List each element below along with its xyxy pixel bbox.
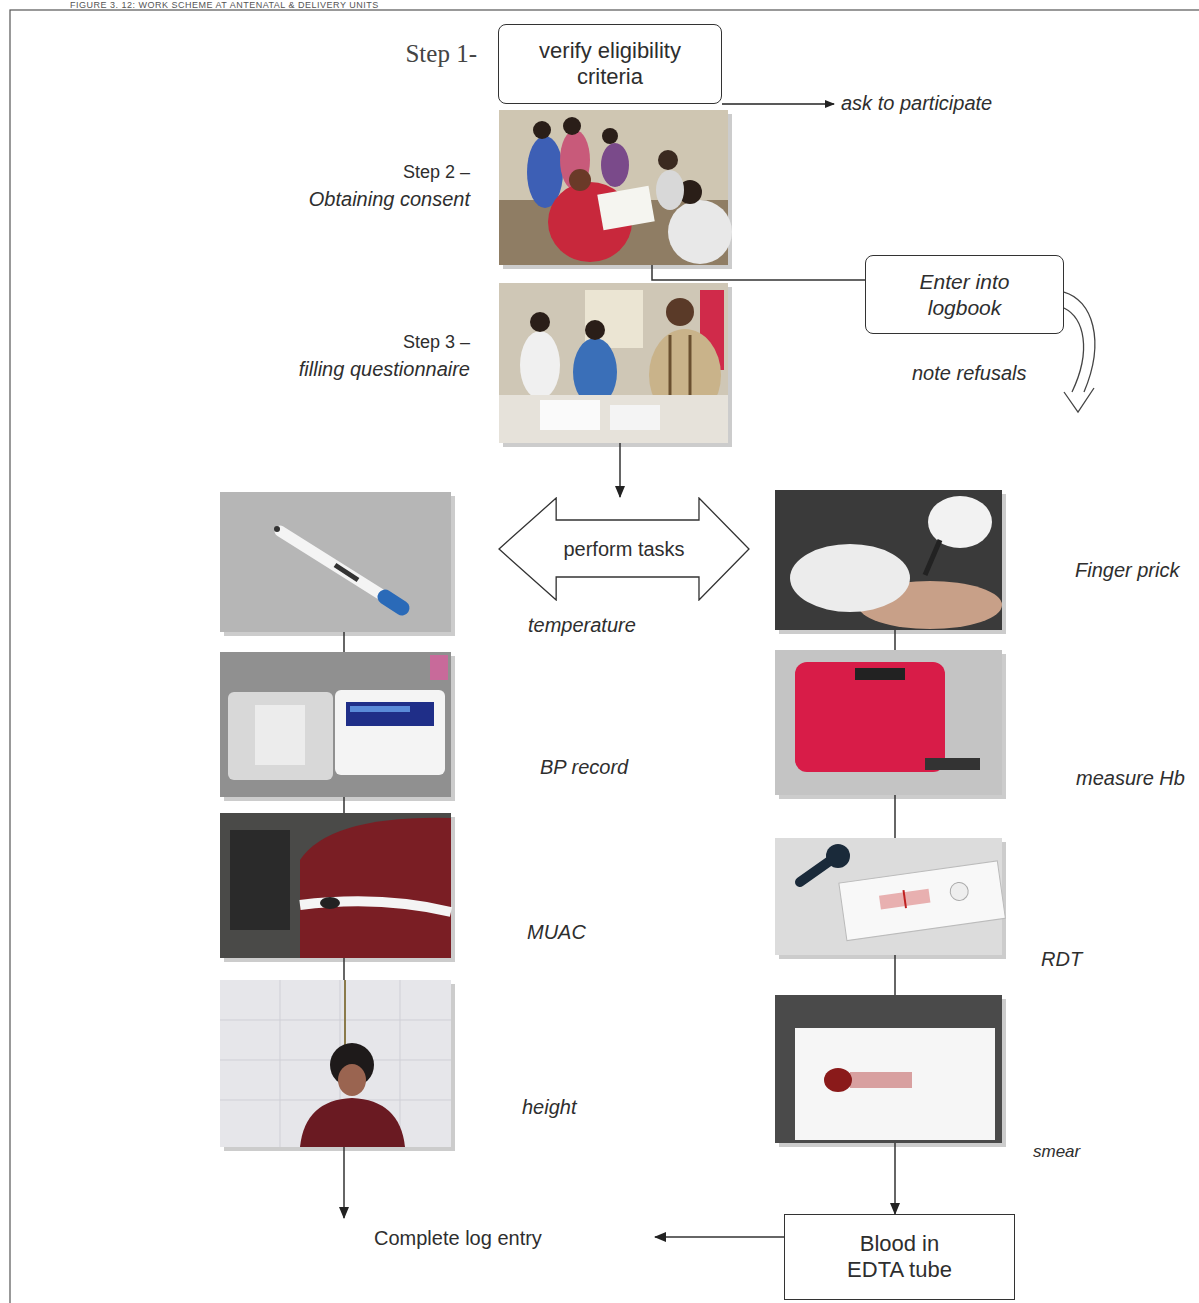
node-text: Enter into logbook: [902, 269, 1027, 319]
connector: [655, 1236, 784, 1238]
node-text: verify eligibility criteria: [510, 38, 710, 91]
photo-hb-meter: [775, 650, 1006, 799]
caption: BP record: [540, 755, 628, 779]
process-box: Step 1-verify eligibility criteria: [498, 24, 722, 104]
caption: Obtaining consent: [309, 187, 470, 211]
end-step: Complete log entry: [330, 1218, 655, 1258]
node-text: Blood in EDTA tube: [837, 1231, 962, 1284]
node-text: Complete log entry: [374, 1226, 542, 1250]
photo-task: smear: [775, 995, 1002, 1143]
photo-step: Step 2 –Obtaining consent: [499, 110, 728, 265]
connector: [343, 797, 345, 813]
photo-task: height: [220, 980, 451, 1147]
connector: [894, 795, 896, 838]
photo-finger-prick: [775, 490, 1006, 634]
process-box: Blood in EDTA tube: [784, 1214, 1015, 1300]
note-label: note refusals: [912, 361, 1027, 385]
step-label: Step 2 –: [403, 162, 470, 184]
connector: [894, 630, 896, 650]
photo-task: RDT: [775, 838, 1002, 955]
photo-consent: [499, 110, 732, 269]
caption: smear: [1033, 1142, 1080, 1162]
frame: [10, 10, 1199, 1303]
connector: [652, 265, 865, 280]
photo-muac: [220, 813, 455, 962]
step-label: Step 3 –: [403, 332, 470, 354]
double-arrow-outline: [499, 498, 749, 600]
photo-questionnaire: [499, 283, 732, 447]
photo-task: BP record: [220, 652, 451, 797]
caption: RDT: [1041, 947, 1082, 971]
photo-task: measure Hb: [775, 650, 1002, 795]
caption: height: [522, 1095, 577, 1119]
photo-task: temperature: [220, 492, 451, 632]
connector: [619, 443, 621, 497]
double-arrow: perform tasks: [498, 497, 750, 601]
figure-title: FIGURE 3. 12: WORK SCHEME AT ANTENATAL &…: [70, 0, 379, 10]
node-text: perform tasks: [563, 537, 684, 561]
photo-task: MUAC: [220, 813, 451, 958]
photo-task: Finger prick: [775, 490, 1002, 630]
process-box: Enter into logbook: [865, 255, 1064, 334]
step-label: Step 1-: [405, 39, 477, 69]
connector: [894, 1143, 896, 1214]
photo-thermometer: [220, 492, 455, 636]
caption: measure Hb: [1076, 766, 1185, 790]
note-label: ask to participate: [841, 91, 992, 115]
connector: [343, 1147, 345, 1218]
caption: MUAC: [527, 920, 586, 944]
caption: Finger prick: [1075, 558, 1179, 582]
connector: [894, 955, 896, 995]
caption: temperature: [528, 613, 636, 637]
photo-height: [220, 980, 455, 1151]
photo-bp-monitor: [220, 652, 455, 801]
connector: [343, 632, 345, 652]
photo-step: Step 3 –filling questionnaire: [499, 283, 728, 443]
curved-arrow: [1064, 292, 1095, 412]
caption: filling questionnaire: [299, 357, 470, 381]
connector: [343, 958, 345, 980]
photo-smear: [775, 995, 1006, 1147]
photo-rdt: [775, 838, 1006, 959]
leader-arrow: [722, 103, 834, 105]
